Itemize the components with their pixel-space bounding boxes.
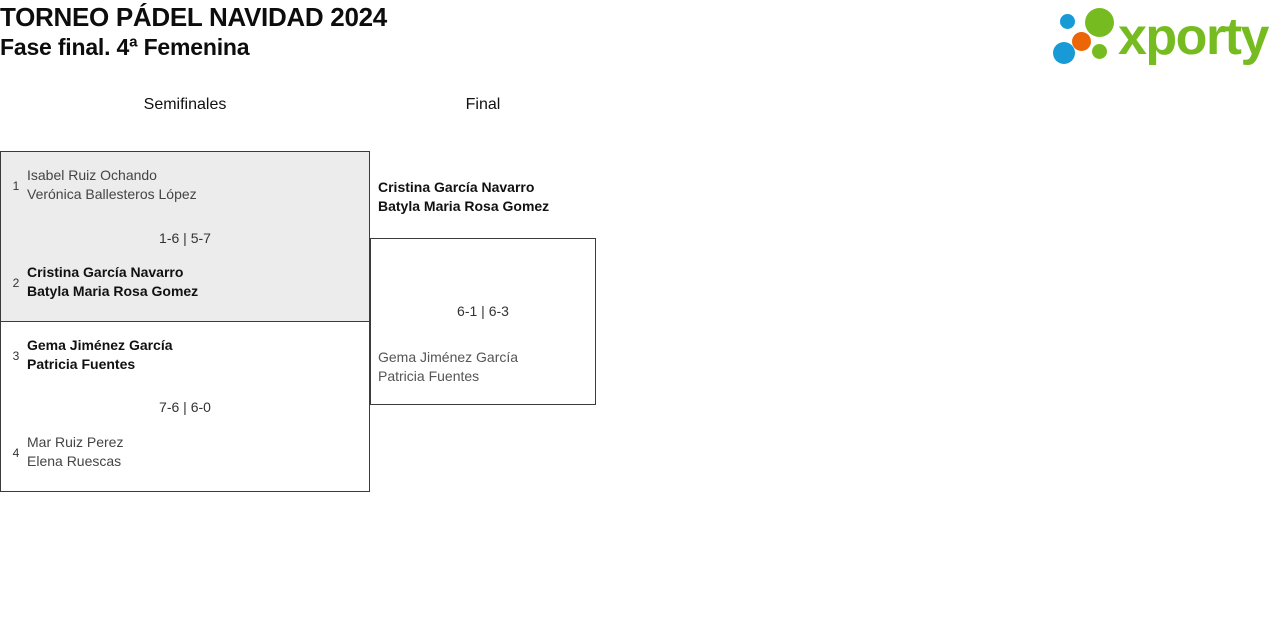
team-player-2: Batyla Maria Rosa Gomez xyxy=(378,198,550,214)
bracket-rounds: 1 Isabel Ruiz Ochando Verónica Ballester… xyxy=(0,121,1280,501)
page-header: TORNEO PÁDEL NAVIDAD 2024 Fase final. 4ª… xyxy=(0,0,1280,80)
team-player-1: Gema Jiménez García xyxy=(378,349,519,365)
match-team-slot[interactable]: 3 Gema Jiménez García Patricia Fuentes xyxy=(1,336,369,380)
match-final[interactable] xyxy=(370,238,596,405)
round-header-final: Final xyxy=(465,96,501,113)
team-names: Cristina García Navarro Batyla Maria Ros… xyxy=(27,263,198,301)
team-player-2: Patricia Fuentes xyxy=(27,356,136,372)
match-score: 6-1 | 6-3 xyxy=(457,303,509,319)
match-team-slot[interactable]: Cristina García Navarro Batyla Maria Ros… xyxy=(378,178,594,216)
round-header-row: Semifinales Final xyxy=(0,95,1280,121)
tournament-title: TORNEO PÁDEL NAVIDAD 2024 xyxy=(0,2,387,32)
logo-wordmark: xporty xyxy=(1118,8,1269,66)
match-team-slot[interactable]: 4 Mar Ruiz Perez Elena Ruescas xyxy=(1,433,369,477)
match-semifinal-2[interactable]: 3 Gema Jiménez García Patricia Fuentes 7… xyxy=(0,322,370,492)
team-names: Mar Ruiz Perez Elena Ruescas xyxy=(27,433,123,471)
team-player-1: Cristina García Navarro xyxy=(378,179,535,195)
match-score: 1-6 | 5-7 xyxy=(159,230,211,246)
logo-dots-icon xyxy=(1052,8,1114,66)
team-seed: 3 xyxy=(12,349,20,363)
round-column-semifinals: 1 Isabel Ruiz Ochando Verónica Ballester… xyxy=(0,151,370,492)
round-header-semifinals: Semifinales xyxy=(143,96,227,113)
team-seed: 2 xyxy=(12,276,20,290)
team-player-1: Mar Ruiz Perez xyxy=(27,434,124,450)
match-team-slot[interactable]: 1 Isabel Ruiz Ochando Verónica Ballester… xyxy=(1,166,369,210)
team-seed: 4 xyxy=(12,446,20,460)
team-player-1: Cristina García Navarro xyxy=(27,264,184,280)
team-player-1: Isabel Ruiz Ochando xyxy=(27,167,157,183)
logo-dot-green-large-icon xyxy=(1085,8,1114,37)
tournament-bracket: Semifinales Final 1 Isabel Ruiz Ochando … xyxy=(0,95,1280,501)
team-names: Gema Jiménez García Patricia Fuentes xyxy=(27,336,173,374)
match-score: 7-6 | 6-0 xyxy=(159,399,211,415)
team-names: Isabel Ruiz Ochando Verónica Ballesteros… xyxy=(27,166,197,204)
team-names: Gema Jiménez García Patricia Fuentes xyxy=(378,348,594,386)
logo-dot-blue-bottom-icon xyxy=(1053,42,1075,64)
team-player-2: Verónica Ballesteros López xyxy=(27,186,197,202)
team-player-1: Gema Jiménez García xyxy=(27,337,173,353)
match-semifinal-1[interactable]: 1 Isabel Ruiz Ochando Verónica Ballester… xyxy=(0,151,370,322)
logo-dot-green-small-icon xyxy=(1092,44,1107,59)
match-team-slot[interactable]: 2 Cristina García Navarro Batyla Maria R… xyxy=(1,263,369,307)
logo-dot-orange-icon xyxy=(1072,32,1091,51)
tournament-subtitle: Fase final. 4ª Femenina xyxy=(0,34,250,60)
team-player-2: Patricia Fuentes xyxy=(378,368,480,384)
round-column-final: Cristina García Navarro Batyla Maria Ros… xyxy=(370,151,596,471)
page-title: TORNEO PÁDEL NAVIDAD 2024 Fase final. 4ª… xyxy=(0,2,387,62)
logo-dot-blue-top-icon xyxy=(1060,14,1075,29)
team-seed: 1 xyxy=(12,179,20,193)
team-player-2: Batyla Maria Rosa Gomez xyxy=(27,283,199,299)
xporty-logo[interactable]: xporty xyxy=(1046,6,1272,68)
match-team-slot[interactable]: Gema Jiménez García Patricia Fuentes xyxy=(378,348,594,386)
team-names: Cristina García Navarro Batyla Maria Ros… xyxy=(378,178,594,216)
team-player-2: Elena Ruescas xyxy=(27,453,122,469)
